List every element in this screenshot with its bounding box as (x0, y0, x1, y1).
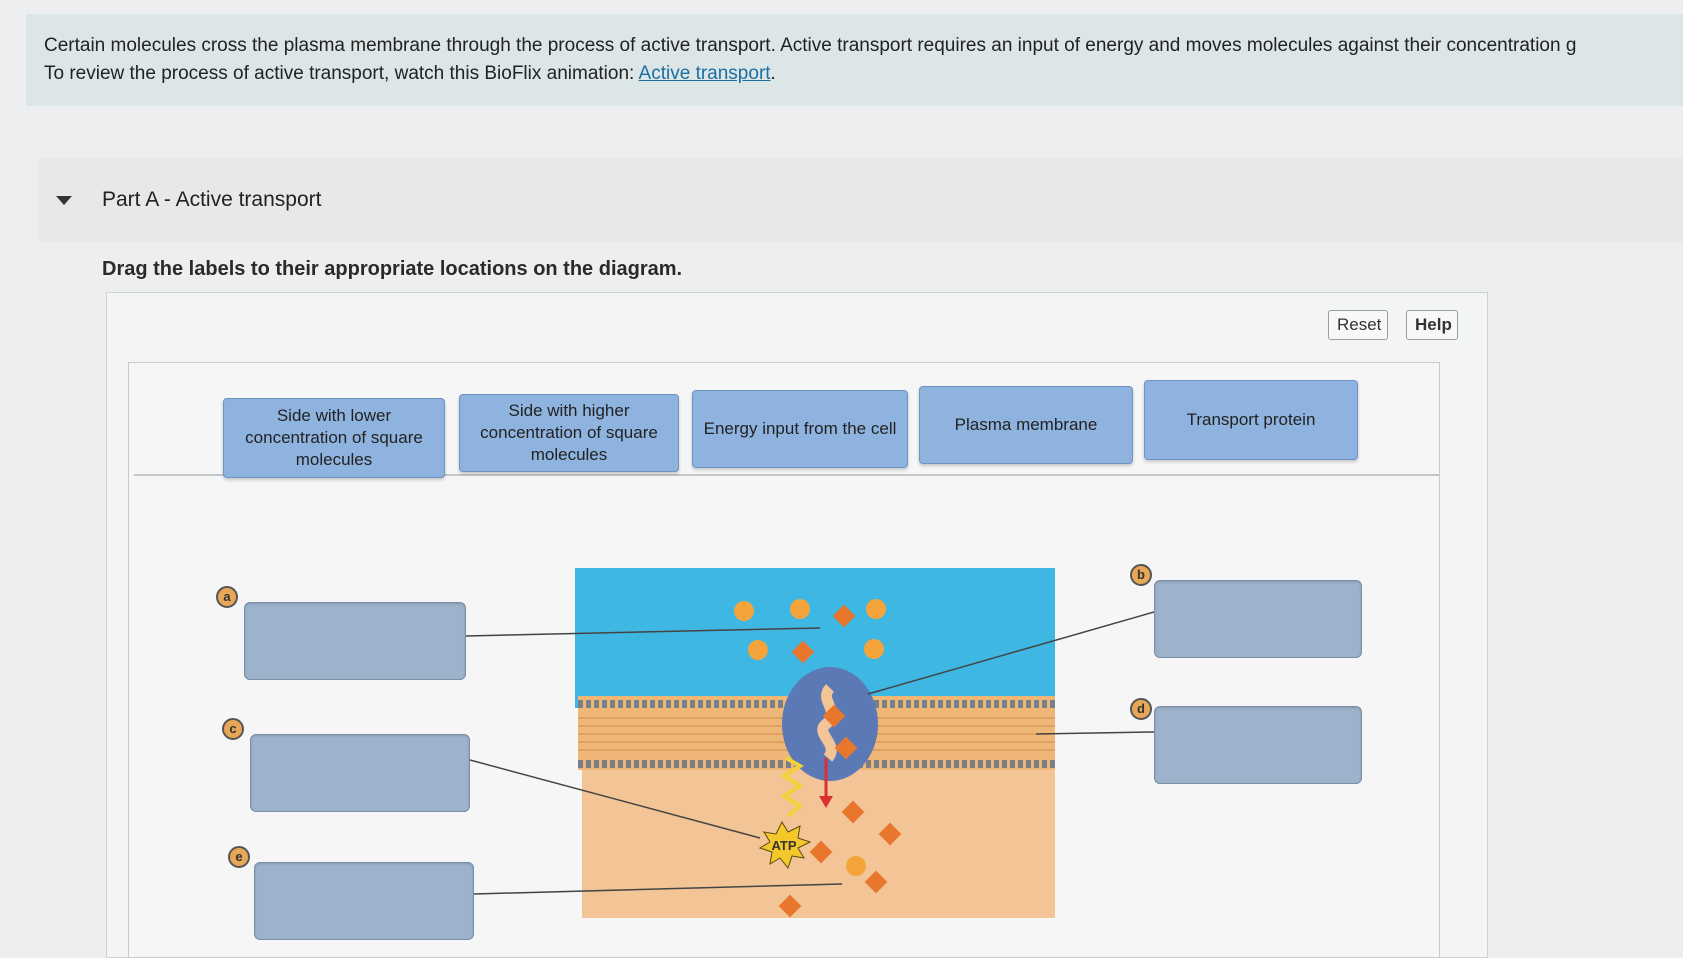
marker-c: c (222, 718, 244, 740)
collapse-caret-icon[interactable] (56, 195, 72, 205)
square-molecule-in-protein (822, 704, 846, 728)
energy-arrow-head-icon (819, 796, 833, 808)
square-molecules (778, 604, 902, 918)
drop-target-e[interactable] (254, 862, 474, 940)
part-separator: - (158, 188, 176, 211)
intro-line-2: To review the process of active transpor… (44, 60, 1663, 88)
drop-target-a[interactable] (244, 602, 466, 680)
label-chip-plasma-membrane[interactable]: Plasma membrane (919, 386, 1133, 464)
protein-channel (817, 684, 838, 762)
round-molecules (734, 599, 886, 876)
bioflix-link[interactable]: Active transport (638, 63, 771, 84)
part-label: Part A (102, 188, 159, 211)
square-molecule-in-protein (834, 736, 858, 760)
label-chip-transport-protein[interactable]: Transport protein (1144, 380, 1358, 460)
intro-line-2-text: To review the process of active transpor… (44, 63, 639, 84)
atp-burst-icon (758, 820, 812, 870)
drop-target-b[interactable] (1154, 580, 1362, 658)
label-chip-energy-input[interactable]: Energy input from the cell (692, 390, 908, 468)
drop-target-d[interactable] (1154, 706, 1362, 784)
leader-lines (465, 611, 1155, 895)
marker-e: e (228, 846, 250, 868)
part-name: Active transport (175, 188, 322, 211)
reset-button[interactable]: Reset (1328, 310, 1388, 340)
atp-label: ATP (771, 838, 796, 853)
label-chip-lower-concentration[interactable]: Side with lower concentration of square … (223, 398, 445, 478)
marker-b: b (1130, 564, 1152, 586)
instruction-text: Drag the labels to their appropriate loc… (102, 258, 683, 280)
marker-a: a (216, 586, 238, 608)
intro-line-2-end: . (770, 63, 776, 84)
intro-line-1: Certain molecules cross the plasma membr… (44, 35, 1577, 56)
drop-target-c[interactable] (250, 734, 470, 812)
help-button[interactable]: Help (1406, 310, 1458, 340)
part-a-header[interactable]: Part A - Active transport (38, 158, 1683, 242)
label-chip-higher-concentration[interactable]: Side with higher concentration of square… (459, 394, 679, 472)
part-title: Part A - Active transport (102, 188, 321, 212)
intro-text: Certain molecules cross the plasma membr… (26, 14, 1683, 106)
energy-squiggle-icon (780, 756, 804, 818)
marker-d: d (1130, 698, 1152, 720)
label-tray-divider (134, 474, 1440, 476)
